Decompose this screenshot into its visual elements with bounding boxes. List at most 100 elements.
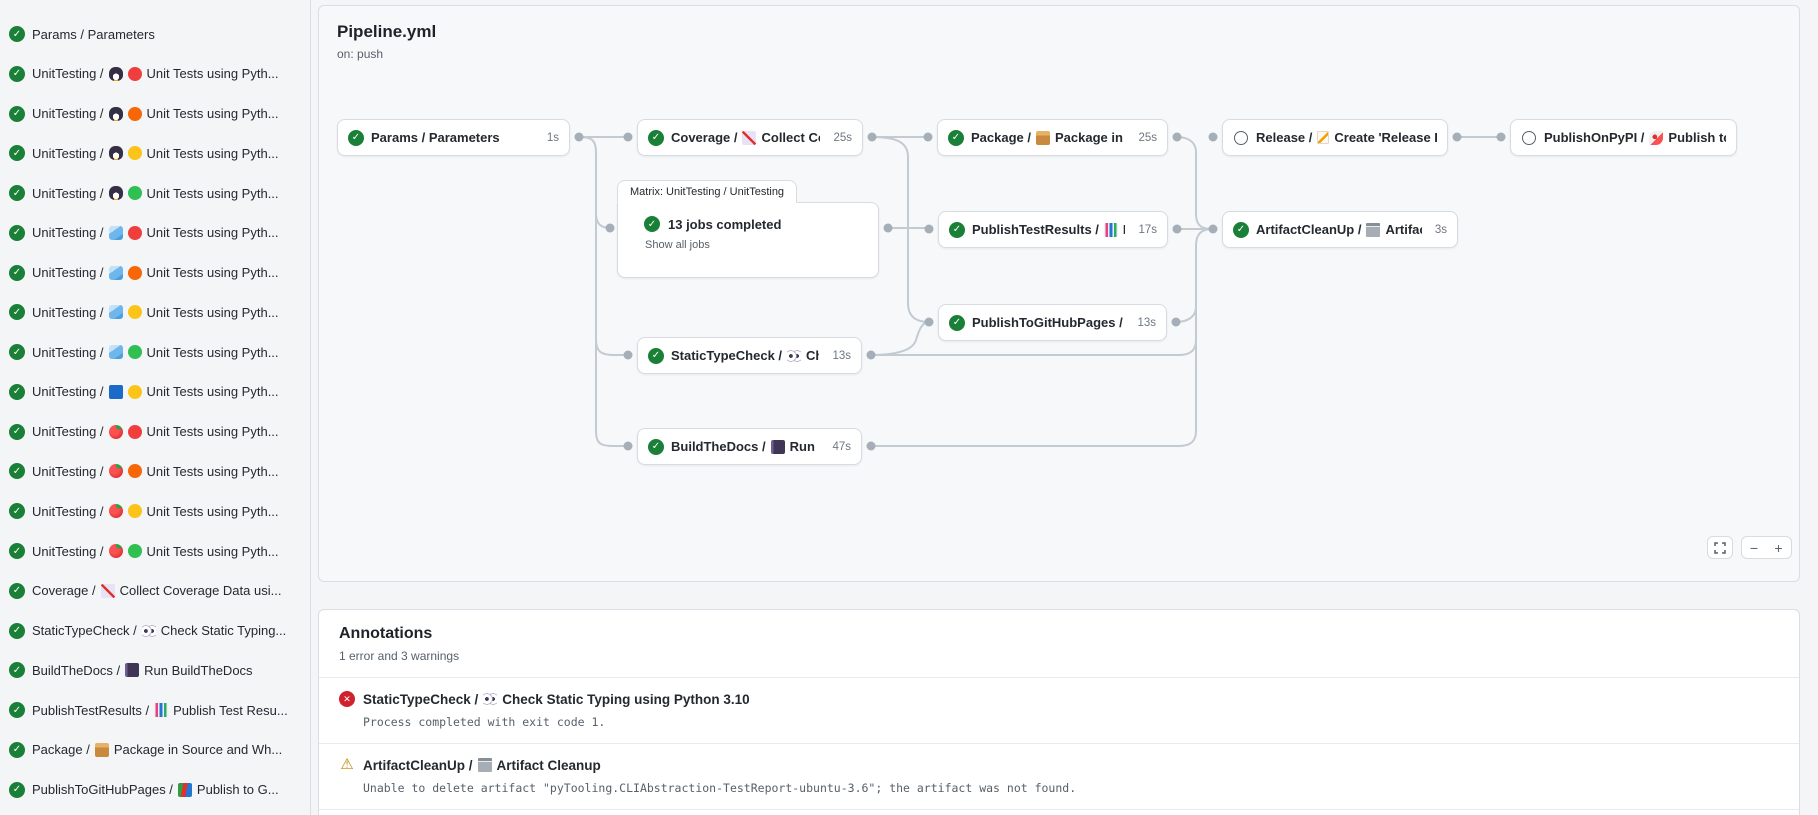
annotations-title: Annotations (339, 625, 433, 642)
sidebar-job-item[interactable]: ✓UnitTesting /Unit Tests using Pyth... (0, 373, 308, 411)
job-prefix: UnitTesting / (32, 503, 104, 519)
success-icon: ✓ (9, 463, 25, 480)
job-name: UnitTesting /Unit Tests using Pyth... (32, 225, 279, 240)
memo-icon (1317, 131, 1330, 144)
annotation-message: Process completed with exit code 1. (363, 715, 606, 729)
success-icon: ✓ (9, 264, 25, 281)
annotation-job-link[interactable]: ✕StaticTypeCheck /Check Static Typing us… (339, 691, 1779, 707)
sidebar-job-item[interactable]: ✓UnitTesting /Unit Tests using Pyth... (0, 174, 308, 212)
show-all-jobs-link[interactable]: Show all jobs (645, 239, 710, 251)
yellow-circle-icon (127, 146, 142, 161)
job-prefix: UnitTesting / (32, 66, 104, 82)
job-name: StaticTypeCheck /Chec... (671, 348, 819, 363)
orange-circle-icon (127, 464, 142, 479)
fullscreen-button[interactable] (1707, 536, 1733, 559)
success-icon: ✓ (9, 781, 25, 798)
sidebar-job-item[interactable]: ✓Coverage /Collect Coverage Data usi... (0, 572, 308, 610)
sidebar-job-item[interactable]: ✓PublishTestResults /Publish Test Resu..… (0, 691, 308, 729)
success-icon: ✓ (9, 423, 25, 440)
eyes-icon (787, 348, 802, 363)
job-label: Package in Source and Wh... (113, 742, 283, 758)
eyes-icon (483, 692, 498, 706)
sidebar-job-item[interactable]: ✓UnitTesting /Unit Tests using Pyth... (0, 532, 308, 570)
sidebar-job-item[interactable]: ✓UnitTesting /Unit Tests using Pyth... (0, 214, 308, 252)
job-label: Unit Tests using Pyth... (146, 66, 279, 82)
job-prefix: UnitTesting / (32, 384, 104, 400)
bar-chart-icon (154, 703, 169, 718)
job-prefix: UnitTesting / (32, 424, 104, 440)
graph-node-publish_on_pypi[interactable]: PublishOnPyPI /Publish to ... (1510, 119, 1737, 156)
job-label: Pu... (1123, 222, 1126, 237)
sidebar-job-item[interactable]: ✓StaticTypeCheck /Check Static Typing... (0, 612, 308, 650)
red-apple-icon (108, 424, 123, 439)
bar-chart-icon (1103, 222, 1118, 237)
sidebar-job-item[interactable]: ✓Package /Package in Source and Wh... (0, 731, 308, 769)
sidebar-job-item[interactable]: ✓ UnitTesting /Unit Tests using Pyth... (0, 254, 308, 292)
success-icon: ✓ (1233, 221, 1249, 238)
job-label: Unit Tests using Pyth... (146, 145, 279, 161)
sidebar-job-item[interactable]: ✓ UnitTesting /Unit Tests using Pyth... (0, 413, 308, 451)
red-circle-icon (127, 225, 142, 240)
matrix-tab-label: Matrix: UnitTesting / UnitTesting (617, 180, 798, 203)
success-icon: ✓ (348, 129, 364, 146)
job-name: UnitTesting /Unit Tests using Pyth... (32, 424, 279, 439)
zoom-in-button[interactable]: + (1766, 536, 1792, 559)
job-duration: 25s (1138, 131, 1157, 144)
job-duration: 3s (1434, 223, 1447, 236)
graph-node-coverage[interactable]: ✓Coverage /Collect Cove...25s (637, 119, 863, 156)
sidebar-job-item[interactable]: ✓UnitTesting /Unit Tests using Pyth... (0, 95, 308, 133)
sidebar-job-item[interactable]: ✓UnitTesting /Unit Tests using Pyth... (0, 293, 308, 331)
sidebar-job-item[interactable]: ✓PublishToGitHubPages /Publish to G... (0, 771, 308, 809)
annotation-job-link[interactable]: ⚠ArtifactCleanUp /Artifact Cleanup (339, 757, 1779, 773)
rocket-icon (1649, 130, 1664, 145)
job-label: Unit Tests using Pyth... (146, 106, 279, 122)
job-prefix: Package / (971, 130, 1031, 145)
job-label: Run Buil... (789, 439, 820, 454)
success-icon: ✓ (9, 185, 25, 202)
job-prefix: PublishToGitHubPages / (32, 782, 173, 798)
wastebasket-icon (477, 758, 492, 772)
job-prefix: Coverage / (32, 583, 96, 599)
notebook-icon (125, 663, 140, 678)
job-label: Check Static Typing... (160, 623, 287, 639)
job-name: UnitTesting /Unit Tests using Pyth... (32, 345, 279, 360)
job-name: UnitTesting / Unit Tests using Pyth... (32, 146, 279, 161)
red-circle-icon (127, 424, 142, 439)
job-label: Run BuildTheDocs (144, 662, 253, 678)
sidebar-job-item[interactable]: ✓UnitTesting /Unit Tests using Pyth... (0, 333, 308, 371)
sidebar-job-item[interactable]: ✓Params / Parameters (0, 15, 308, 53)
job-prefix: PublishOnPyPI / (1544, 130, 1645, 145)
graph-node-build_the_docs[interactable]: ✓BuildTheDocs /Run Buil...47s (637, 428, 862, 465)
job-duration: 13s (832, 349, 851, 362)
orange-circle-icon (127, 106, 142, 121)
job-prefix: Release / (1256, 130, 1313, 145)
success-icon: ✓ (9, 65, 25, 82)
job-label: Unit Tests using Pyth... (146, 304, 279, 320)
job-prefix: UnitTesting / (32, 145, 104, 161)
graph-node-release[interactable]: Release /Create 'Release P... (1222, 119, 1448, 156)
job-label: Check Static Typing using Python 3.10 (502, 691, 750, 707)
green-circle-icon (127, 345, 142, 360)
graph-node-static_type_check[interactable]: ✓StaticTypeCheck /Chec...13s (637, 337, 862, 374)
graph-node-publish_to_github_pages[interactable]: ✓PublishToGitHubPages /...13s (938, 304, 1167, 341)
job-name: Package /Package in So... (971, 130, 1125, 145)
graph-node-package[interactable]: ✓Package /Package in So...25s (937, 119, 1168, 156)
graph-node-artifact_cleanup[interactable]: ✓ ArtifactCleanUp /Artifac... 3s (1222, 211, 1458, 248)
sidebar-job-item[interactable]: ✓ UnitTesting / Unit Tests using Pyth... (0, 55, 308, 93)
zoom-out-button[interactable]: − (1741, 536, 1767, 559)
matrix-summary: 13 jobs completed (668, 216, 782, 232)
sidebar-job-item[interactable]: ✓BuildTheDocs /Run BuildTheDocs (0, 651, 308, 689)
matrix-unittesting-box[interactable]: ✓ 13 jobs completed Show all jobs (617, 202, 879, 278)
graph-node-publish_test_results[interactable]: ✓PublishTestResults /Pu...17s (938, 211, 1168, 248)
job-label: Unit Tests using Pyth... (146, 503, 279, 519)
success-icon: ✓ (9, 145, 25, 162)
sidebar-job-item[interactable]: ✓ UnitTesting / Unit Tests using Pyth... (0, 134, 308, 172)
job-prefix: UnitTesting / (32, 265, 104, 281)
job-name: UnitTesting /Unit Tests using Pyth... (32, 265, 279, 280)
sidebar-job-item[interactable]: ✓UnitTesting /Unit Tests using Pyth... (0, 452, 308, 490)
job-name: UnitTesting /Unit Tests using Pyth... (32, 106, 279, 121)
success-icon: ✓ (644, 216, 660, 232)
sidebar-job-item[interactable]: ✓UnitTesting /Unit Tests using Pyth... (0, 492, 308, 530)
job-name: ArtifactCleanUp /Artifac... (1256, 222, 1422, 237)
